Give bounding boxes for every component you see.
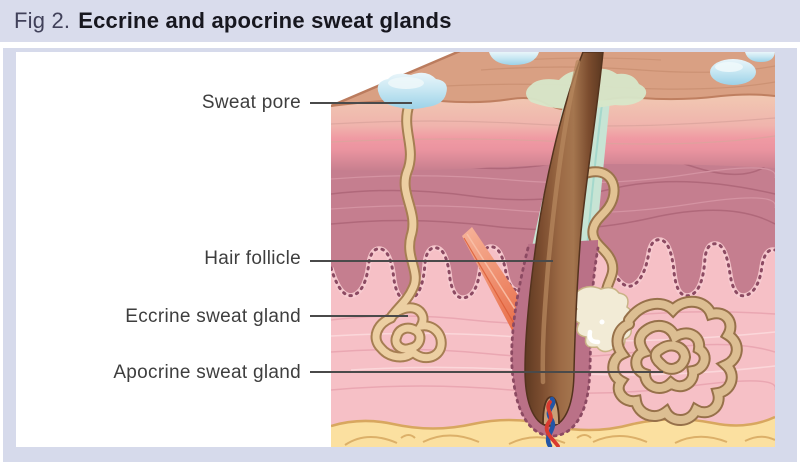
pointer-line-hair-follicle: [310, 260, 553, 262]
figure-header: Fig 2. Eccrine and apocrine sweat glands: [0, 0, 800, 42]
blood-vessels: [544, 396, 560, 449]
label-hair-follicle: Hair follicle: [204, 248, 301, 269]
apocrine-gland: [607, 295, 743, 426]
figure-number: Fig 2.: [14, 8, 71, 33]
label-apocrine-sweat-gland: Apocrine sweat gland: [113, 362, 301, 383]
figure-panel: Sweat pore Hair follicle Eccrine sweat g…: [16, 49, 777, 449]
pointer-line-apocrine-gland: [310, 371, 663, 373]
pointer-line-eccrine-gland: [310, 315, 408, 317]
label-sweat-pore: Sweat pore: [201, 92, 301, 113]
skin-diagram-svg: [328, 49, 777, 449]
figure-frame: Sweat pore Hair follicle Eccrine sweat g…: [3, 48, 797, 462]
label-eccrine-sweat-gland: Eccrine sweat gland: [125, 306, 301, 327]
eccrine-gland: [370, 99, 447, 364]
sweat-droplets: [377, 52, 775, 109]
figure-title: Eccrine and apocrine sweat glands: [78, 8, 452, 33]
skin-cross-section-illustration: [328, 49, 777, 449]
pointer-line-sweat-pore: [310, 102, 412, 104]
